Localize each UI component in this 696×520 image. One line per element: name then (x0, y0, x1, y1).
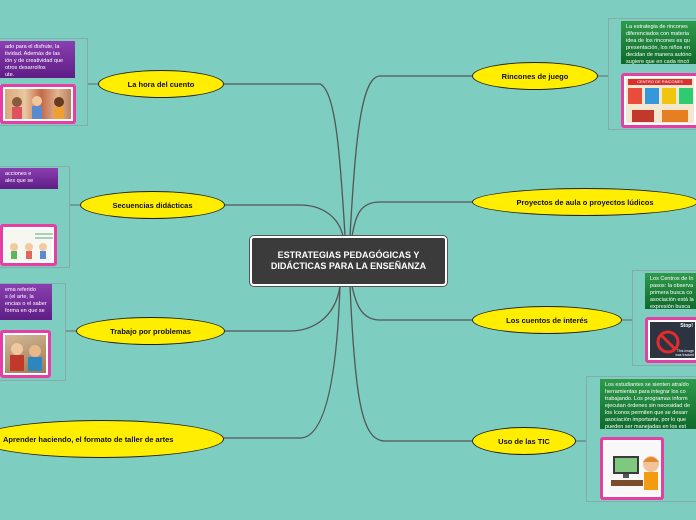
children-illustration (7, 93, 73, 121)
node-label: Proyectos de aula o proyectos lúdicos (516, 198, 653, 207)
node-trabajo-por-problemas[interactable]: Trabajo por problemas (76, 317, 225, 345)
image-tracked-placeholder: Stop! This image was tracked (645, 317, 696, 363)
note-hora-cuento: ado para el disfrute, la tividad. Además… (0, 41, 75, 78)
note-trabajo-problemas: ema referido s (el arte, la encias o el … (0, 284, 52, 320)
node-uso-de-las-tic[interactable]: Uso de las TIC (472, 427, 576, 455)
node-secuencias-didacticas[interactable]: Secuencias didácticas (80, 191, 225, 219)
note-cuentos-interes: Los Centros de In pasos: la observa prim… (645, 273, 696, 309)
image-child-computer (600, 437, 664, 500)
image-children-reading (0, 330, 51, 378)
note-tic: Los estudiantes se sienten atraído herra… (600, 379, 696, 429)
node-label: Trabajo por problemas (110, 327, 191, 336)
node-label: Secuencias didácticas (112, 201, 192, 210)
node-label: La hora del cuento (128, 80, 195, 89)
placeholder-stop-label: Stop! (680, 323, 693, 329)
node-la-hora-del-cuento[interactable]: La hora del cuento (98, 70, 224, 98)
kids-cartoon-illustration (5, 229, 55, 265)
image-rincones-classroom: CENTRO DE RINCONES (621, 73, 696, 128)
node-label: Uso de las TIC (498, 437, 550, 446)
node-proyectos-de-aula[interactable]: Proyectos de aula o proyectos lúdicos (472, 188, 696, 216)
node-label: Aprender haciendo, el formato de taller … (3, 435, 173, 444)
node-label: Los cuentos de interés (506, 316, 588, 325)
node-label: Rincones de juego (502, 72, 569, 81)
image-story-time-children (0, 84, 76, 124)
rincones-banner: CENTRO DE RINCONES (628, 79, 692, 85)
image-secuencias-illustration (0, 224, 57, 266)
node-rincones-de-juego[interactable]: Rincones de juego (472, 62, 598, 90)
note-rincones: La estrategia de rincones diferenciados … (621, 21, 696, 64)
central-topic-label: ESTRATEGIAS PEDAGÓGICAS Y DIDÁCTICAS PAR… (262, 250, 435, 272)
child-at-computer-illustration (607, 446, 663, 496)
note-secuencias: acciones e ales que se (0, 168, 58, 189)
children-photo-illustration (5, 337, 49, 375)
classroom-illustration (628, 88, 696, 126)
placeholder-caption: This image was tracked (675, 349, 694, 357)
central-topic[interactable]: ESTRATEGIAS PEDAGÓGICAS Y DIDÁCTICAS PAR… (250, 236, 447, 286)
node-los-cuentos-de-interes[interactable]: Los cuentos de interés (472, 306, 622, 334)
